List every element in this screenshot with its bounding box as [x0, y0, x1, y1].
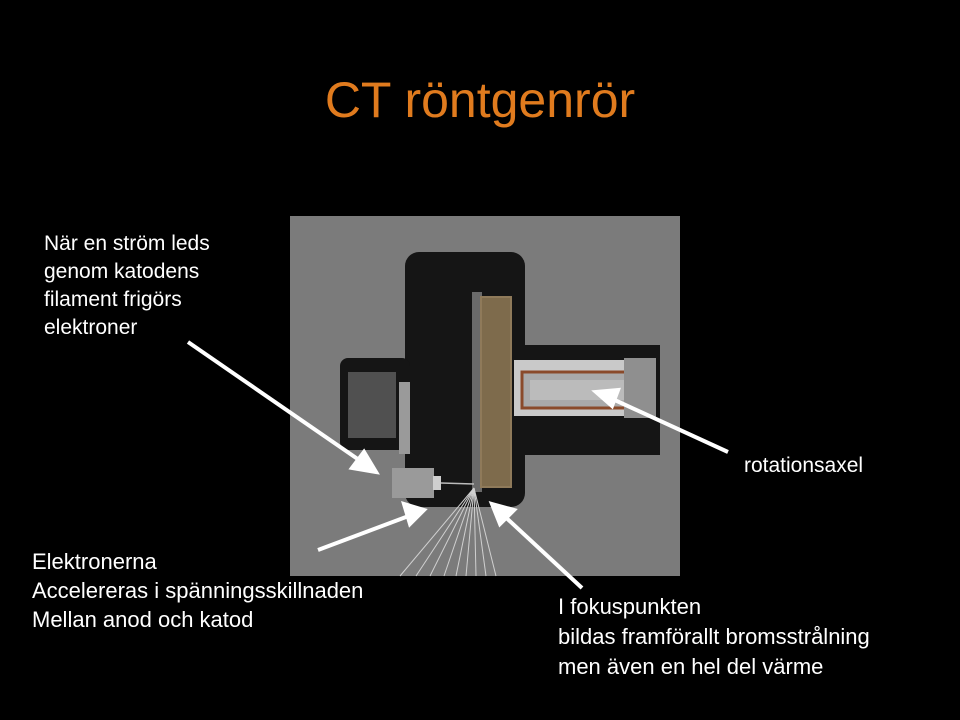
- arrow-rotation-head: [591, 387, 621, 410]
- arrow-cathode-head: [348, 448, 380, 475]
- label-line: filament frigörs: [44, 288, 182, 311]
- label-line: bildas framförallt bromsstrålning: [558, 624, 870, 649]
- label-line: genom katodens: [44, 260, 200, 283]
- filament-tip: [433, 476, 441, 490]
- label-line: men även en hel del värme: [558, 654, 824, 679]
- label-cathode: När en ström leds genom katodens filamen…: [44, 230, 210, 342]
- label-line: Accelereras i spänningsskillnaden: [32, 578, 364, 603]
- electron-beam: [440, 482, 475, 485]
- arrow-electrons-head: [401, 501, 428, 528]
- anode-rim: [472, 292, 482, 492]
- arrow-rotation: [605, 394, 729, 454]
- arrow-electrons: [317, 512, 415, 552]
- label-line: elektroner: [44, 316, 138, 339]
- filament-housing: [392, 468, 434, 498]
- label-rotation-axis: rotationsaxel: [744, 454, 864, 477]
- arrow-cathode: [186, 340, 364, 464]
- label-electrons: Elektronerna Accelereras i spänningsskil…: [32, 547, 363, 634]
- arrow-focal-head: [488, 501, 518, 528]
- bearing-cap: [624, 358, 656, 418]
- label-line: I fokuspunkten: [558, 594, 702, 619]
- pointer-arrows: [186, 340, 729, 590]
- arrow-focal: [498, 510, 584, 590]
- label-line: Mellan anod och katod: [32, 607, 254, 632]
- anode-face: [482, 298, 510, 486]
- slide-title: CT röntgenrör: [324, 72, 636, 128]
- xray-fan: [399, 487, 497, 577]
- cathode-rod: [399, 382, 410, 454]
- label-line: När en ström leds: [44, 232, 210, 255]
- label-line: Elektronerna: [32, 549, 157, 574]
- cathode-block: [348, 372, 396, 438]
- label-focal-spot: I fokuspunkten bildas framförallt bromss…: [558, 592, 870, 682]
